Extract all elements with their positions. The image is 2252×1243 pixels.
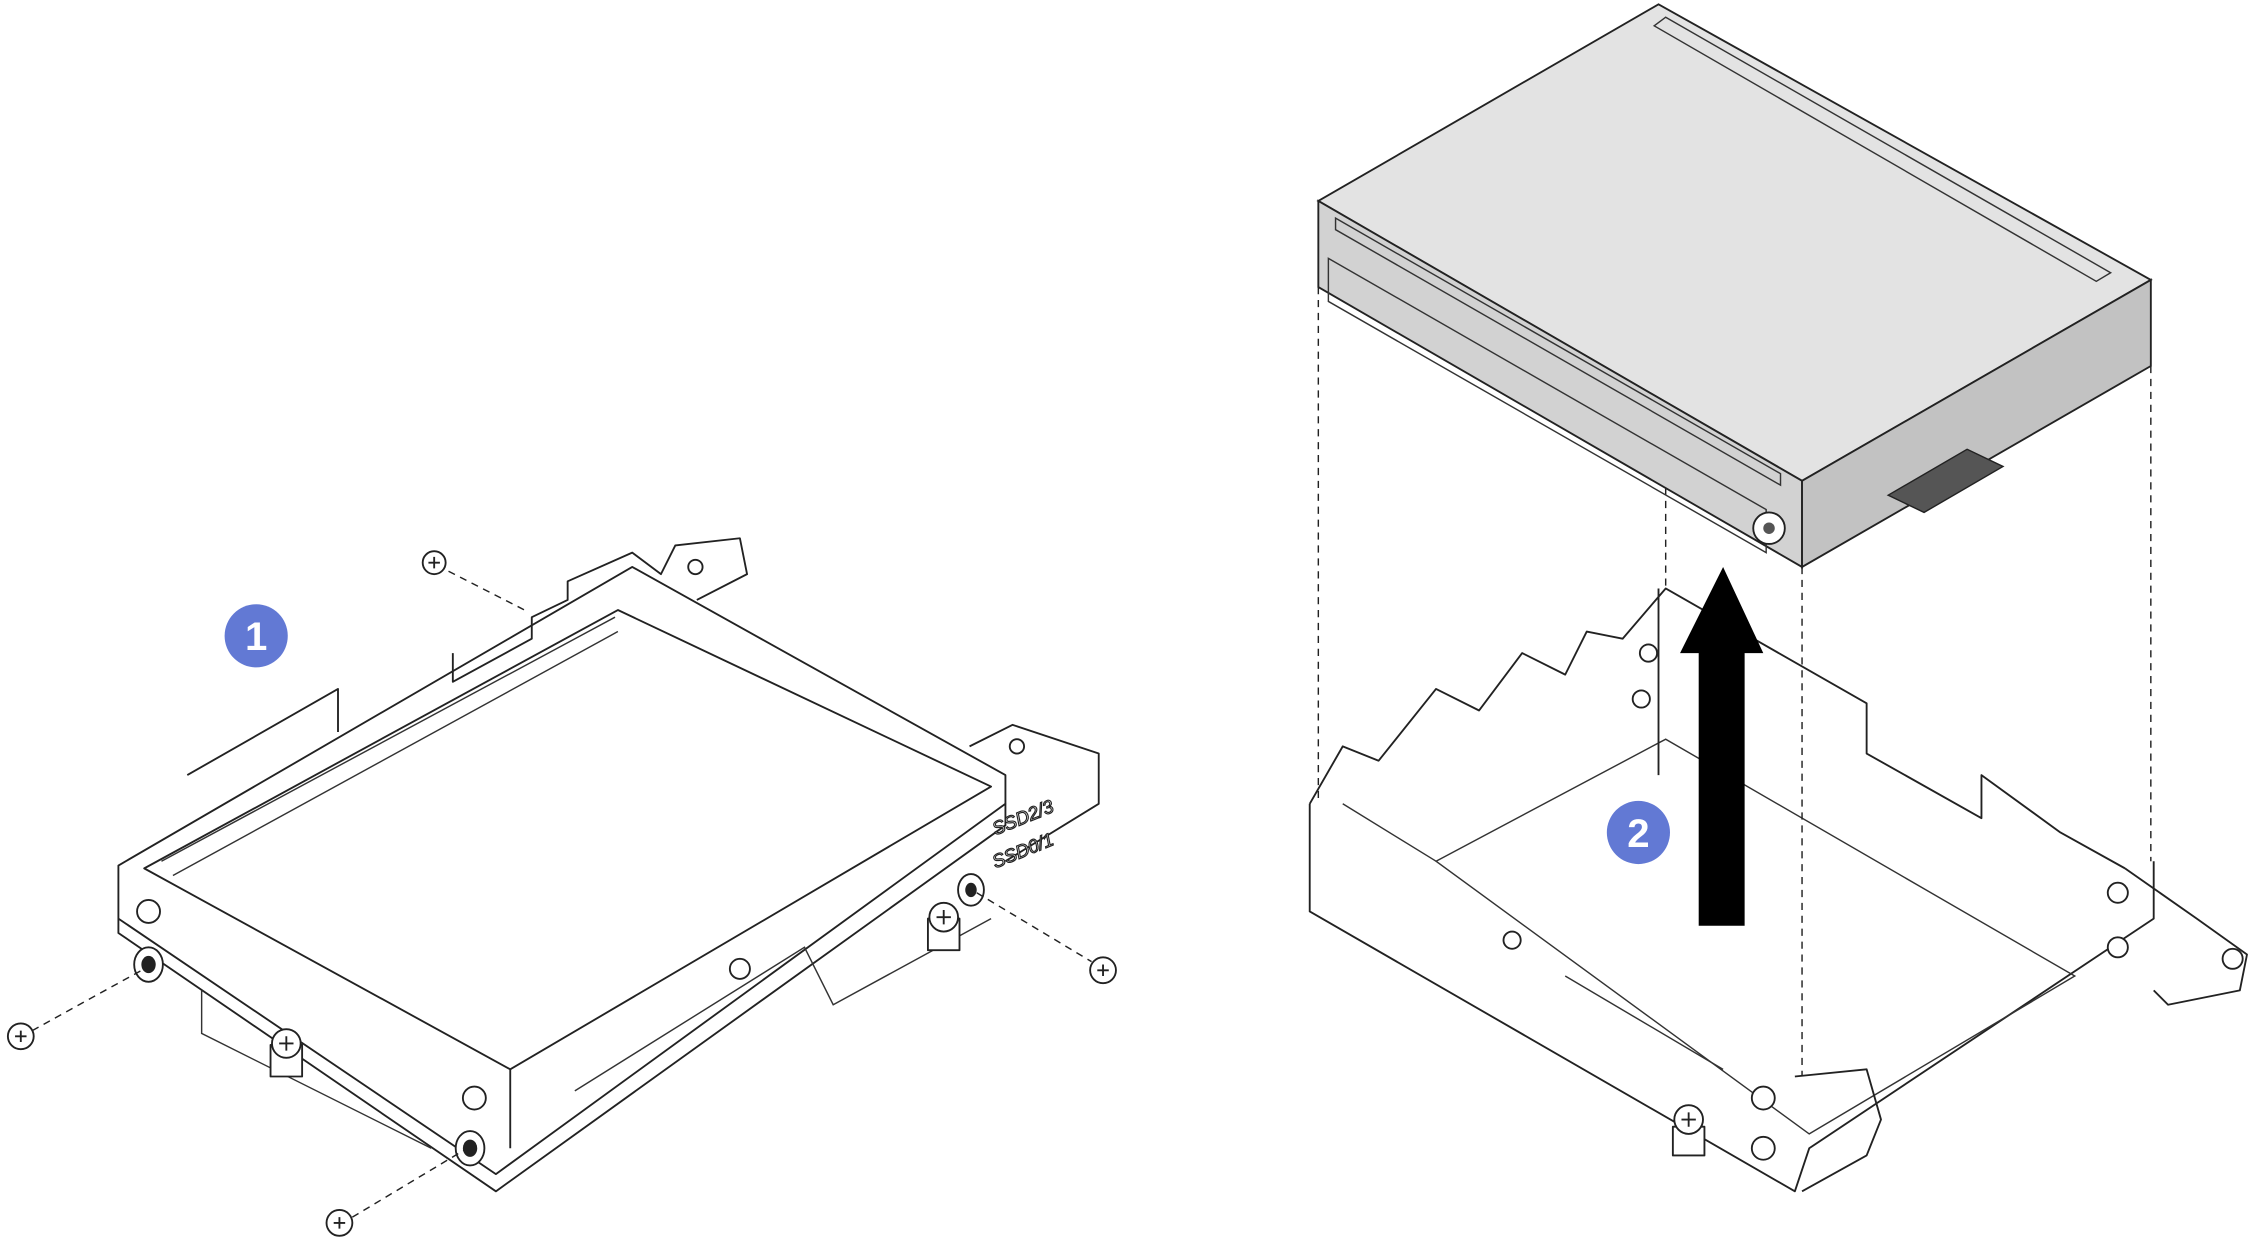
screw-icon [325, 1209, 354, 1237]
screw-icon [421, 550, 447, 576]
left-cage-assembly: SSD2/3 SSD0/1 [117, 537, 1100, 1193]
screw-hole [133, 946, 164, 983]
screw-icon [1089, 956, 1117, 985]
lift-arrow-icon [1680, 566, 1764, 926]
screw-icon [6, 1022, 35, 1051]
callout-2: 2 [1606, 800, 1670, 865]
screw-hole [454, 1130, 486, 1167]
installed-drive [143, 609, 993, 1071]
ssd-drive [1316, 3, 2153, 569]
callout-1: 1 [224, 604, 288, 668]
right-cage [1308, 587, 2248, 1193]
connector [1886, 448, 2005, 514]
cage-mount-screw [269, 1028, 304, 1078]
screws [6, 550, 1117, 1237]
screw-hole [957, 873, 985, 907]
cage-mount-screw [1671, 1104, 1706, 1157]
svg-text:2: 2 [1627, 811, 1649, 856]
alignment-lines [1317, 287, 2152, 1077]
svg-text:1: 1 [245, 614, 267, 659]
cage-mount-screw [926, 901, 961, 952]
